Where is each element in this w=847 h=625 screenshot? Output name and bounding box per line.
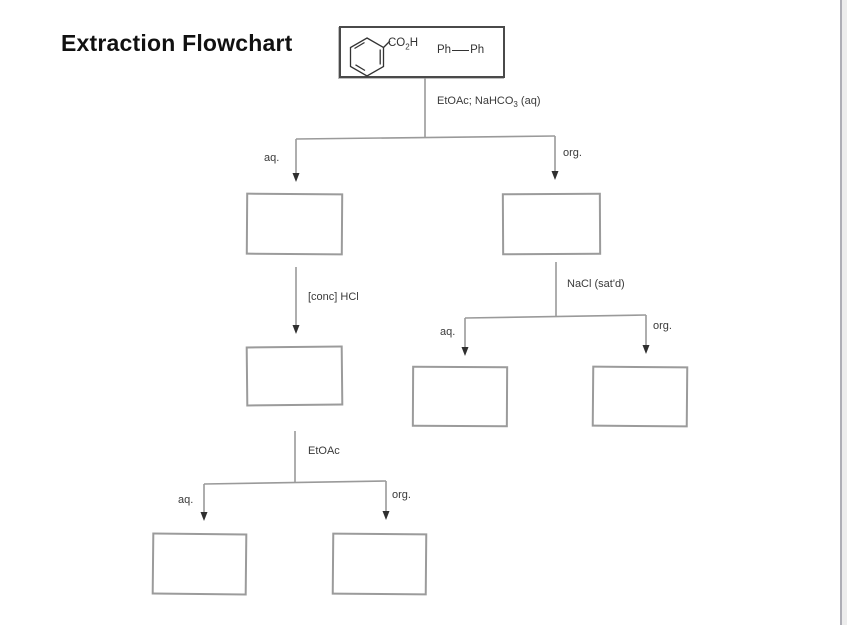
split1-aq-label: aq. <box>264 152 280 164</box>
acid-label-subscript: 2 <box>405 42 410 52</box>
arrowhead-hcl <box>292 325 300 334</box>
result-box-split3-org[interactable] <box>331 532 428 596</box>
result-box-after-hcl[interactable] <box>245 345 344 407</box>
page-title: Extraction Flowchart <box>61 30 293 56</box>
arrowhead-split3-org <box>382 511 390 520</box>
result-box-split2-org[interactable] <box>591 365 689 428</box>
reagent-extraction1-label: EtOAc; NaHCO3 (aq) <box>437 95 540 109</box>
result-box-split1-aq[interactable] <box>245 192 344 256</box>
reagent-extraction2-label: EtOAc <box>308 445 340 457</box>
result-box-split2-aq[interactable] <box>411 365 509 428</box>
arrowhead-split3-aq <box>200 512 208 521</box>
acid-label-text-end: H <box>409 37 419 49</box>
split3-org-label: org. <box>392 489 411 501</box>
split2-aq-label: aq. <box>440 326 456 338</box>
extraction1-subscript: 3 <box>513 100 518 110</box>
split2-org-label: org. <box>653 320 672 332</box>
page-edge-line <box>840 0 842 625</box>
benzoic-acid-label: CO2H <box>388 37 418 51</box>
start-material-box: CO2H Ph Ph <box>339 26 505 78</box>
reagent-hcl-label: [conc] HCl <box>308 291 359 303</box>
line-split3 <box>203 480 387 485</box>
arrowhead-split1-org <box>551 171 559 180</box>
biphenyl-right-text: Ph <box>470 44 485 56</box>
split1-org-label: org. <box>563 147 582 159</box>
arrowhead-split2-org <box>642 345 650 354</box>
line-split2 <box>464 314 647 319</box>
split3-aq-label: aq. <box>178 494 194 506</box>
arrowhead-split2-aq <box>461 347 469 356</box>
result-box-split1-org[interactable] <box>501 192 602 256</box>
biphenyl-label: Ph Ph <box>437 44 484 56</box>
benzene-ring-icon <box>349 37 391 77</box>
result-box-split3-aq[interactable] <box>151 532 248 596</box>
arrowhead-split1-aq <box>292 173 300 182</box>
extraction1-text-end: (aq) <box>517 95 541 107</box>
biphenyl-bond-line <box>452 50 470 51</box>
biphenyl-left-text: Ph <box>437 44 452 56</box>
extraction1-text: EtOAc; NaHCO <box>437 95 514 107</box>
reagent-brine-label: NaCl (sat'd) <box>567 278 625 290</box>
acid-label-text: CO <box>388 37 406 49</box>
page-edge-gutter <box>842 0 847 625</box>
line-split1 <box>295 135 556 140</box>
